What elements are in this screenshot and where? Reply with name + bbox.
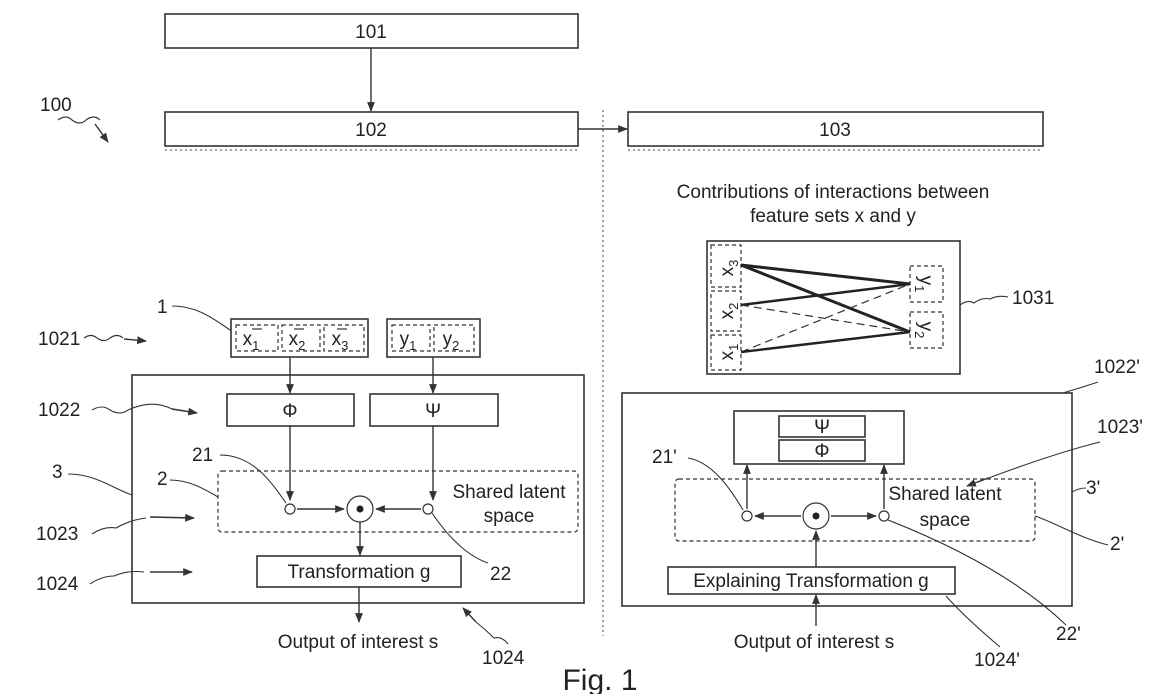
ref-1031: 1031 bbox=[1012, 288, 1054, 309]
ref-1024-bottom-arrow bbox=[463, 608, 476, 622]
ref-21: 21 bbox=[192, 445, 213, 466]
ref-2-prime: 2' bbox=[1110, 534, 1124, 555]
latent-label-right-1: Shared latent bbox=[888, 484, 1002, 505]
box-103: 103 bbox=[628, 112, 1043, 146]
ref-2: 2 bbox=[157, 469, 168, 490]
transformation-box: Transformation g bbox=[257, 556, 461, 587]
ref-1022-prime: 1022' bbox=[1094, 357, 1140, 378]
feature-set-x: x1 x2 x3 bbox=[231, 319, 368, 357]
ref-1021-arrow bbox=[124, 339, 146, 341]
transformation-label: Transformation g bbox=[288, 562, 431, 583]
ref-1023-prime: 1023' bbox=[1097, 417, 1143, 438]
psi-label: Ψ bbox=[425, 401, 441, 422]
ref-1023: 1023 bbox=[36, 524, 78, 545]
ref-3-prime: 3' bbox=[1086, 478, 1100, 499]
phi-label-right: Φ bbox=[814, 441, 829, 462]
output-label-right: Output of interest s bbox=[734, 632, 895, 653]
ref-3-leader bbox=[68, 474, 132, 495]
ref-3: 3 bbox=[52, 462, 63, 483]
ref-21-prime: 21' bbox=[652, 447, 677, 468]
latent-label-right-2: space bbox=[920, 510, 971, 531]
ref-1021-leader bbox=[84, 336, 123, 341]
explaining-transformation-box: Explaining Transformation g bbox=[668, 567, 955, 594]
psi-label-right: Ψ bbox=[814, 417, 830, 438]
ref-1024-prime: 1024' bbox=[974, 650, 1020, 671]
ref-1024-bottom: 1024 bbox=[482, 648, 525, 669]
latent-label-1: Shared latent bbox=[452, 482, 566, 503]
latent-label-2: space bbox=[484, 506, 535, 527]
ref-1024-left: 1024 bbox=[36, 574, 79, 595]
ref-100-arrow bbox=[95, 124, 108, 142]
ref-1031-leader bbox=[960, 296, 1008, 305]
psi-box: Ψ bbox=[370, 394, 498, 426]
contrib-title-2: feature sets x and y bbox=[750, 206, 916, 227]
output-label-left: Output of interest s bbox=[278, 632, 439, 653]
ref-1: 1 bbox=[157, 297, 168, 318]
box-102-label: 102 bbox=[355, 120, 387, 141]
ref-3-prime-leader bbox=[1072, 488, 1086, 492]
ref-1022-leader bbox=[92, 407, 128, 413]
ref-1024-bottom-leader bbox=[476, 622, 508, 644]
ref-22-prime: 22' bbox=[1056, 624, 1081, 645]
phi-box: Φ bbox=[227, 394, 354, 426]
interaction-graph: x3 x2 x1 y1 y2 bbox=[707, 241, 960, 374]
ref-1-leader bbox=[172, 306, 230, 330]
figure-caption: Fig. 1 bbox=[562, 664, 637, 694]
product-dot-right bbox=[813, 513, 820, 520]
box-102: 102 bbox=[165, 112, 578, 146]
ref-100-leader bbox=[58, 117, 100, 123]
ref-1023-arrow bbox=[150, 517, 194, 518]
box-101-label: 101 bbox=[355, 22, 387, 43]
feature-set-y: y1 y2 bbox=[387, 319, 480, 357]
ref-1021: 1021 bbox=[38, 329, 80, 350]
ref-22: 22 bbox=[490, 564, 511, 585]
phi-psi-box: Ψ Φ bbox=[734, 411, 904, 464]
explaining-transformation-label: Explaining Transformation g bbox=[693, 571, 929, 592]
contrib-title-1: Contributions of interactions between bbox=[677, 182, 990, 203]
ref-1022: 1022 bbox=[38, 400, 80, 421]
box-101: 101 bbox=[165, 14, 578, 48]
product-dot-left bbox=[357, 506, 364, 513]
ref-100: 100 bbox=[40, 95, 72, 116]
box-103-label: 103 bbox=[819, 120, 851, 141]
phi-label: Φ bbox=[282, 401, 297, 422]
